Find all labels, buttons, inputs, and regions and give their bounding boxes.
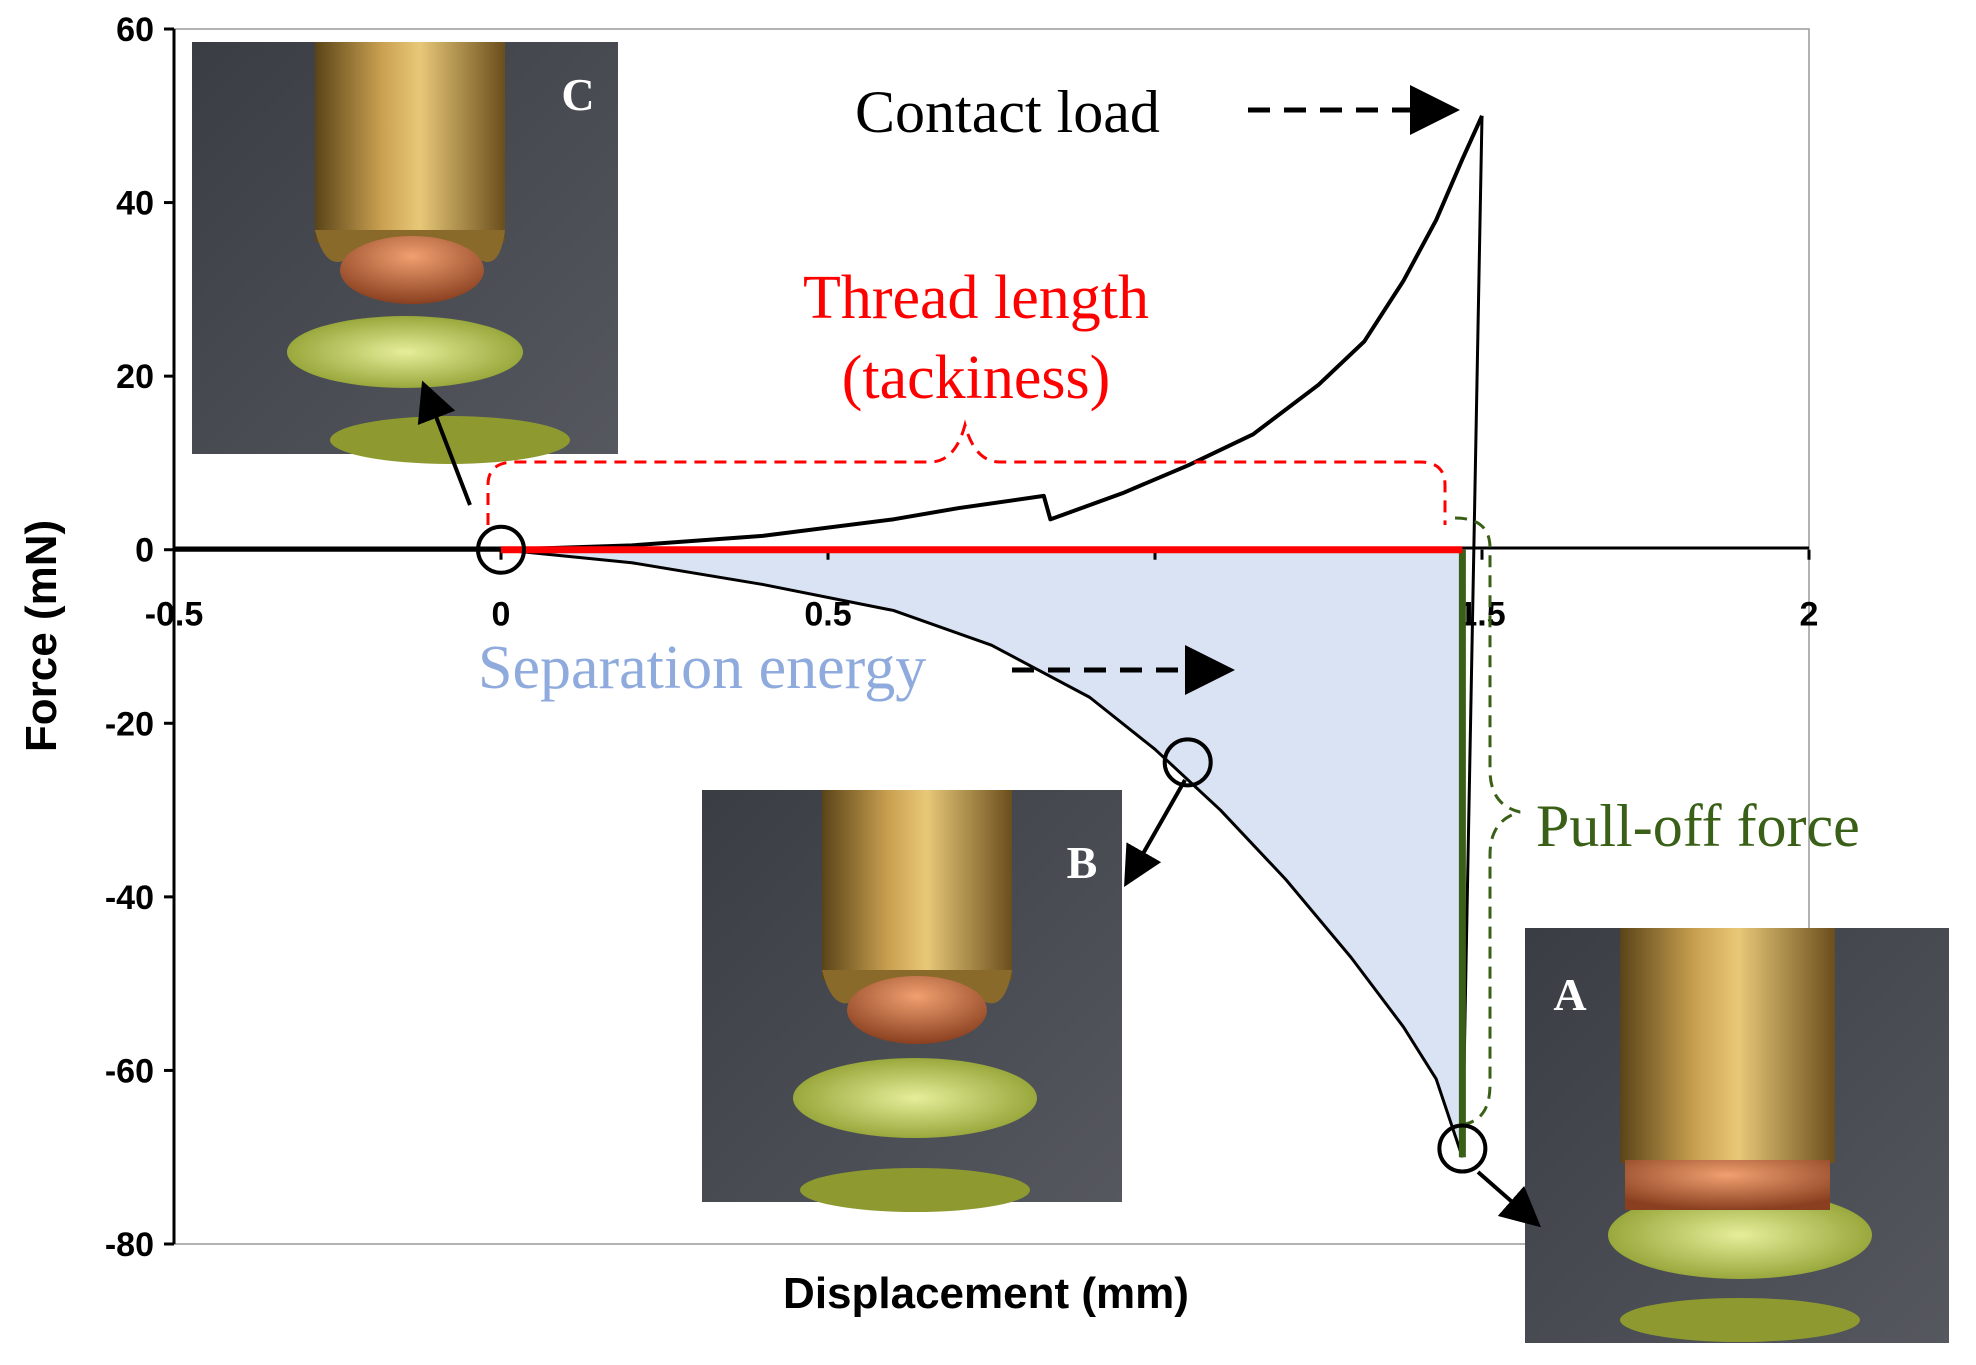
y-tick-label: -80 [105,1226,154,1264]
contact-load-label: Contact load [855,79,1160,145]
photo-b-letter: B [1067,837,1098,888]
pull-off-force-label: Pull-off force [1536,793,1860,859]
tackiness-label: (tackiness) [842,344,1111,412]
y-tick-label: -60 [105,1052,154,1090]
y-tick-label: 60 [116,11,154,49]
photo-a-letter: A [1553,969,1586,1020]
approach-series-line [174,114,1484,552]
photo-b: B [702,790,1122,1212]
y-tick-label: -20 [105,705,154,743]
y-tick-label: 20 [116,358,154,396]
x-axis-title: Displacement (mm) [783,1269,1189,1318]
pull-off-brace [1454,516,1521,1127]
photo-a: A [1525,928,1949,1343]
x-tick-label: 2 [1800,596,1819,634]
photo-c-letter: C [561,69,594,120]
marker-circle-b [1162,737,1213,788]
thread-length-label: Thread length [803,264,1149,332]
x-tick-label: 1.5 [1458,596,1505,634]
y-tick-label: 40 [116,185,154,223]
x-tick-label: -0.5 [145,596,204,634]
y-tick-label: 0 [135,532,154,570]
separation-energy-label: Separation energy [478,634,926,702]
marker-circle-c [476,524,526,575]
pointer-arrow-a [1476,1170,1542,1228]
separation-series-line [174,548,1464,1158]
marker-circle-a [1437,1123,1488,1174]
pointer-arrow-b [1124,779,1187,887]
y-axis-title: Force (mN) [17,520,66,752]
x-tick-label: 0 [492,596,511,634]
pointer-arrow-c [417,380,472,506]
separation-energy-area [501,549,1463,1158]
y-tick-label: -40 [105,879,154,917]
photo-c: C [192,42,618,464]
thread-length-brace [486,419,1447,525]
